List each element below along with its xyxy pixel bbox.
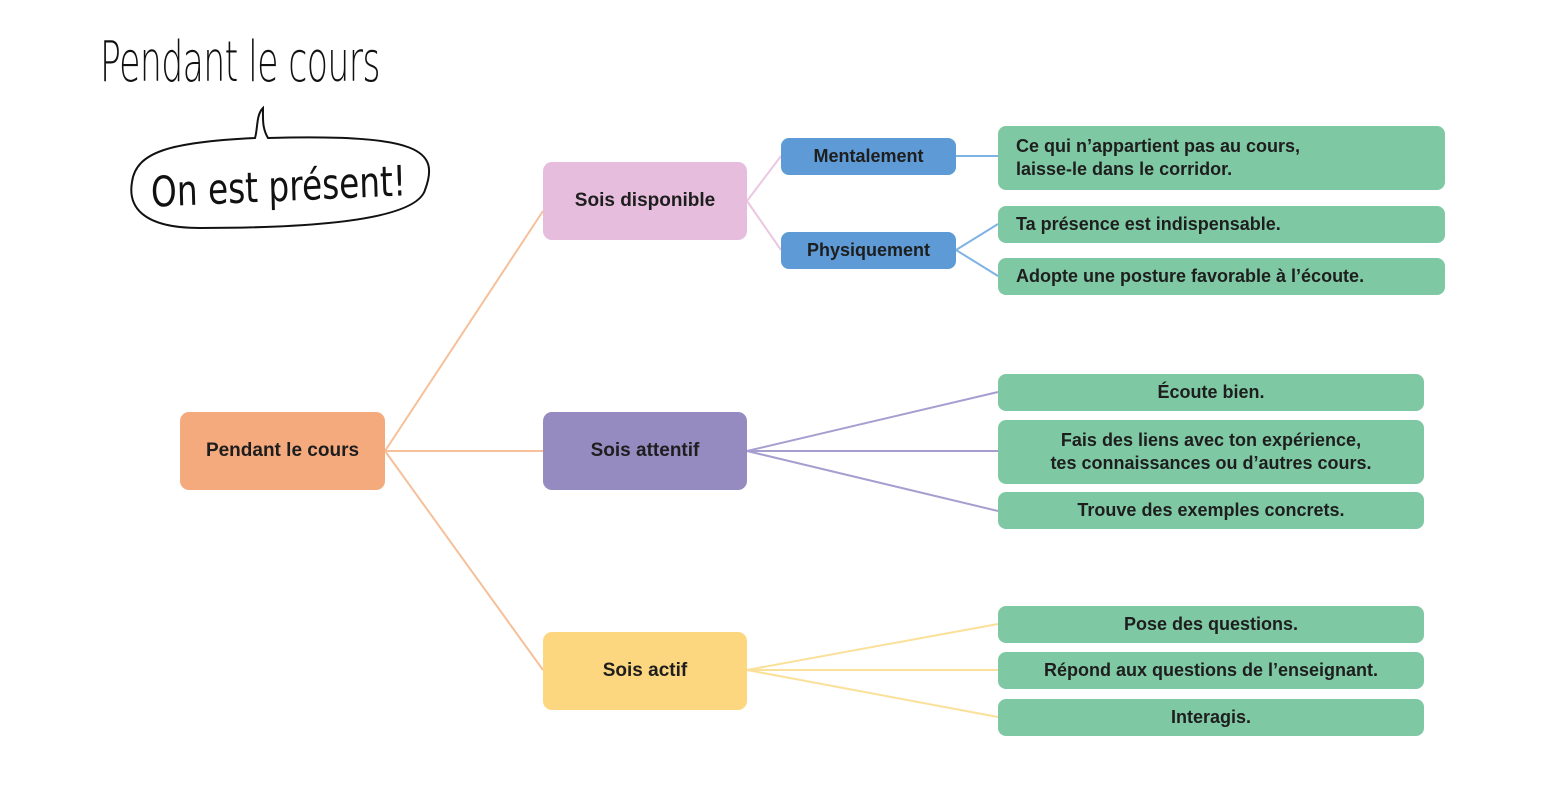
edge-actif-leaf1 — [746, 623, 999, 671]
leaf-presence: Ta présence est indispensable. — [998, 206, 1445, 243]
leaf-enseignant: Répond aux questions de l’enseignant. — [998, 652, 1424, 689]
sub-mentalement: Mentalement — [781, 138, 956, 175]
leaf-liens: Fais des liens avec ton expérience, tes … — [998, 420, 1424, 484]
handwritten-title: Pendant le cours — [100, 30, 380, 95]
edge-disponible-mentalement — [746, 155, 782, 202]
branch-sois-disponible: Sois disponible — [543, 162, 747, 240]
leaf-exemples: Trouve des exemples concrets. — [998, 492, 1424, 529]
edge-physiquement-leaf2 — [955, 249, 999, 277]
root-node: Pendant le cours — [180, 412, 385, 490]
edge-attentif-leaf1 — [746, 391, 999, 452]
leaf-interagis: Interagis. — [998, 699, 1424, 736]
leaf-questions: Pose des questions. — [998, 606, 1424, 643]
leaf-corridor: Ce qui n’appartient pas au cours, laisse… — [998, 126, 1445, 190]
edge-physiquement-leaf1 — [955, 223, 999, 251]
sub-physiquement: Physiquement — [781, 232, 956, 269]
speech-bubble — [130, 105, 431, 230]
edge-disponible-physiquement — [746, 200, 782, 251]
leaf-ecoute: Écoute bien. — [998, 374, 1424, 411]
branch-sois-actif: Sois actif — [543, 632, 747, 710]
leaf-posture: Adopte une posture favorable à l’écoute. — [998, 258, 1445, 295]
edge-root-actif — [384, 450, 544, 671]
edge-attentif-leaf3 — [746, 450, 999, 512]
branch-sois-attentif: Sois attentif — [543, 412, 747, 490]
edge-actif-leaf3 — [746, 669, 999, 718]
edge-root-disponible — [384, 210, 544, 452]
speech-bubble-text: On est présent! — [150, 155, 407, 217]
